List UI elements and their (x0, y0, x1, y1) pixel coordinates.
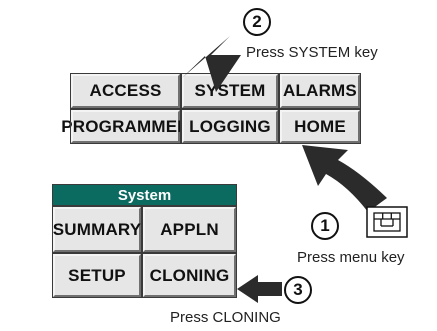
home-key[interactable]: HOME (279, 109, 361, 144)
appln-key[interactable]: APPLN (142, 206, 237, 253)
pointer-arrow-icon (302, 145, 387, 212)
step-1-caption: Press menu key (297, 249, 405, 266)
setup-key[interactable]: SETUP (52, 253, 142, 298)
step-3-caption: Press CLONING (170, 309, 281, 326)
pointer-arrow-icon (237, 275, 282, 303)
step-2-caption: Press SYSTEM key (246, 44, 378, 61)
access-key[interactable]: ACCESS (70, 73, 181, 109)
system-key[interactable]: SYSTEM (181, 73, 279, 109)
summary-key[interactable]: SUMMARY (52, 206, 142, 253)
cloning-key[interactable]: CLONING (142, 253, 237, 298)
programmer-key[interactable]: PROGRAMMER (61, 109, 190, 144)
menu-key-icon[interactable] (366, 206, 408, 238)
step-3-number: 3 (284, 276, 312, 304)
pointer-arrow-icon (182, 36, 241, 92)
logging-key[interactable]: LOGGING (181, 109, 279, 144)
step-2-number: 2 (243, 8, 271, 36)
step-1-number: 1 (311, 212, 339, 240)
alarms-key[interactable]: ALARMS (279, 73, 361, 109)
system-panel-title: System (52, 184, 237, 206)
